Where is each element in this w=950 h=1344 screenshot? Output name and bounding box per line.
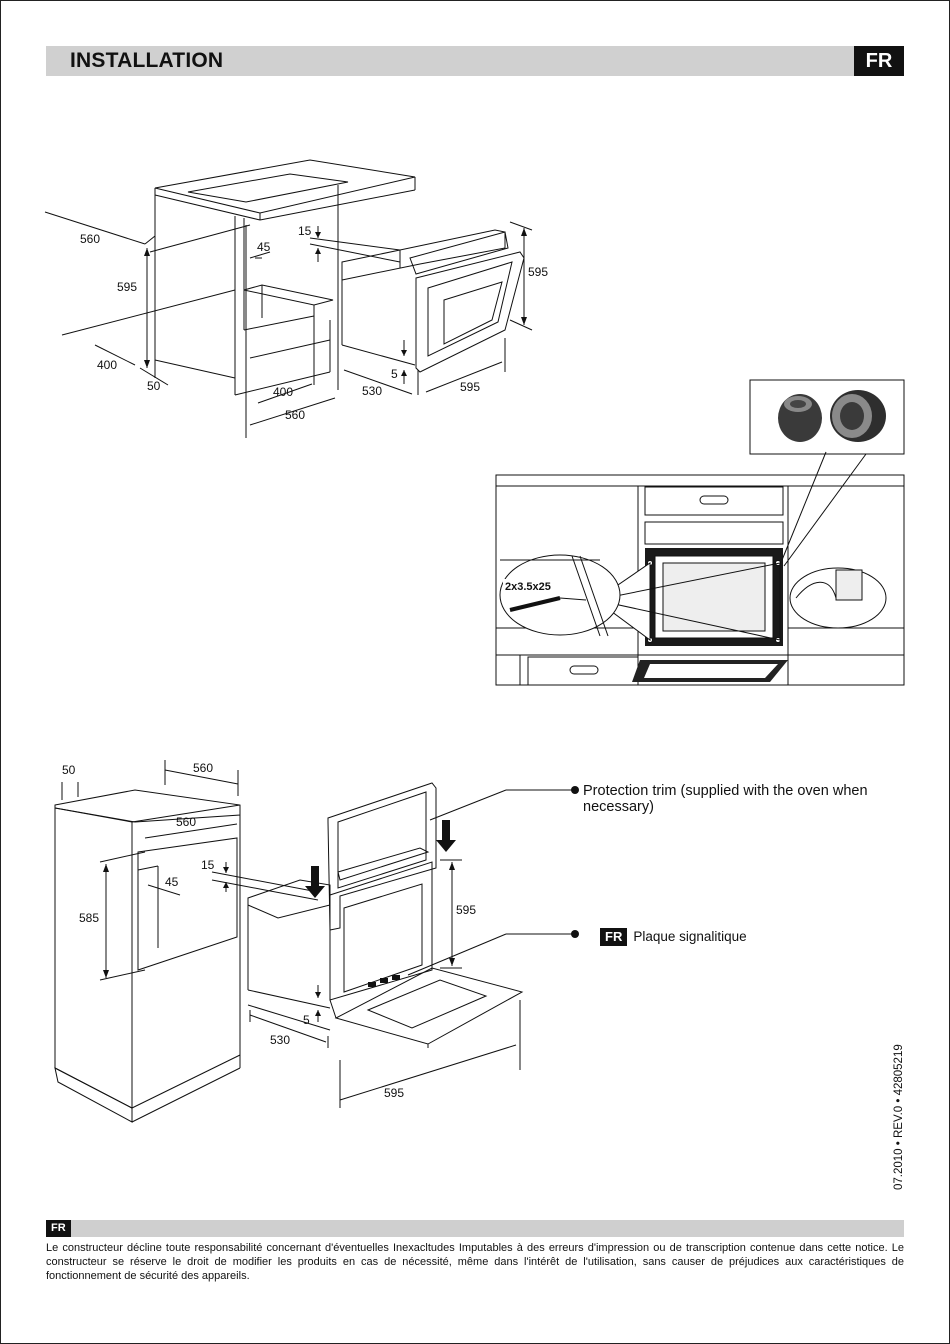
dim-560-top: 560 — [193, 761, 213, 775]
dim-595-oven-width: 595 — [460, 380, 480, 394]
callout-rating-plate: FR Plaque signalitique — [600, 928, 747, 946]
dim-560-top: 560 — [80, 232, 100, 246]
page-title: INSTALLATION — [70, 49, 224, 72]
bushing-photo — [778, 390, 886, 442]
language-badge: FR — [854, 46, 904, 76]
dim-595-cabinet: 595 — [117, 280, 137, 294]
disclaimer-text: Le constructeur décline toute responsabi… — [46, 1242, 904, 1282]
dim-595-width: 595 — [384, 1086, 404, 1100]
dim-530: 530 — [362, 384, 382, 398]
dim-45: 45 — [257, 240, 271, 254]
footer-bar: FR — [46, 1220, 904, 1237]
dim-400-side: 400 — [97, 358, 117, 372]
dim-15: 15 — [201, 858, 215, 872]
dim-45: 45 — [165, 875, 179, 889]
callout-plate-label: Plaque signalitique — [633, 929, 747, 944]
dim-595-height: 595 — [456, 903, 476, 917]
dim-560-niche: 560 — [176, 815, 196, 829]
document-reference: 07.2010 • REV.0 • 42805219 — [893, 1044, 905, 1190]
dim-15: 15 — [298, 224, 312, 238]
dim-530: 530 — [270, 1033, 290, 1047]
dim-5: 5 — [391, 367, 398, 381]
screw-spec: 2x3.5x25 — [505, 581, 551, 593]
dim-560-bottom: 560 — [285, 408, 305, 422]
dim-585: 585 — [79, 911, 99, 925]
callout-lang-badge: FR — [600, 928, 628, 946]
dim-400-front: 400 — [273, 385, 293, 399]
dim-50: 50 — [62, 763, 76, 777]
footer-lang-badge: FR — [46, 1220, 71, 1237]
dim-50: 50 — [147, 379, 161, 393]
dim-595-oven-height: 595 — [528, 265, 548, 279]
section-header: INSTALLATION FR — [46, 46, 904, 76]
dim-5: 5 — [303, 1013, 310, 1027]
callout-protection-trim: Protection trim (supplied with the oven … — [583, 783, 868, 815]
